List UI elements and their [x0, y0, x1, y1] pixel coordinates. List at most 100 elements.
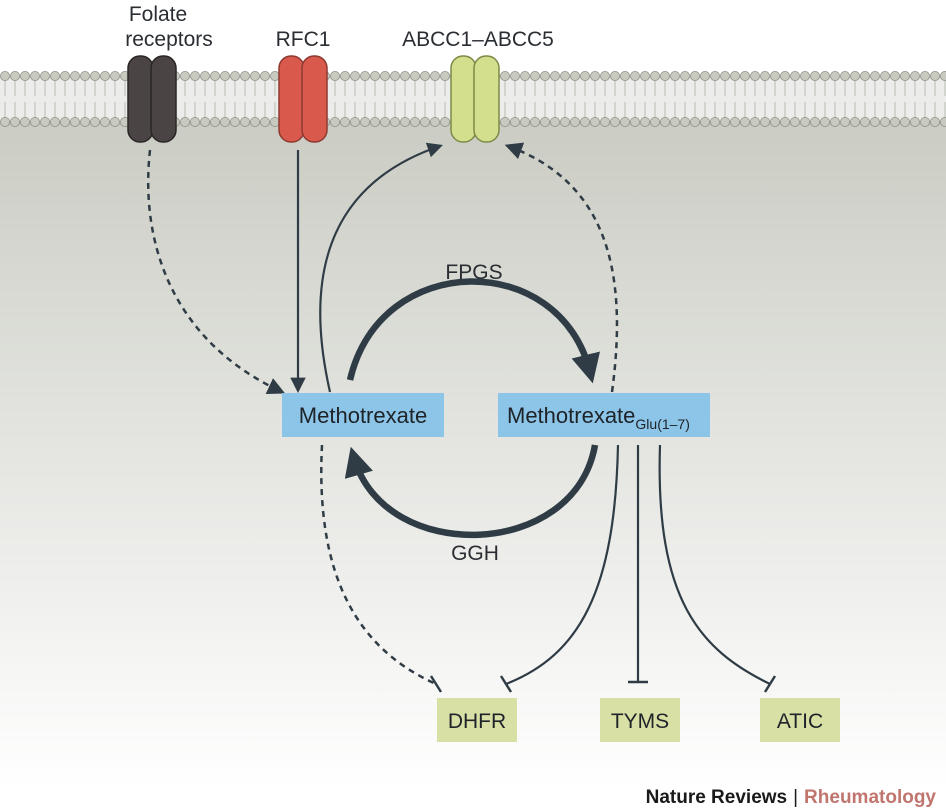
lipid-head: [50, 71, 61, 82]
lipid-head: [860, 117, 871, 128]
methotrexate-glu-subscript: Glu(1–7): [635, 416, 689, 432]
lipid-head: [530, 71, 541, 82]
lipid-head: [0, 117, 10, 128]
methotrexate-glu-label: Methotrexate: [507, 403, 635, 428]
lipid-head: [439, 71, 450, 82]
lipid-head: [219, 71, 230, 82]
fpgs-label: FPGS: [445, 261, 502, 284]
lipid-head: [560, 71, 571, 82]
lipid-head: [429, 71, 440, 82]
lipid-head: [70, 71, 81, 82]
lipid-head: [910, 71, 921, 82]
lipid-head: [590, 117, 601, 128]
tyms-label: TYMS: [611, 710, 669, 733]
lipid-head: [520, 117, 531, 128]
lipid-head: [540, 71, 551, 82]
lipid-head: [189, 71, 200, 82]
lipid-head: [349, 71, 360, 82]
lipid-head: [810, 117, 821, 128]
abcc-label: ABCC1–ABCC5: [402, 28, 554, 51]
lipid-head: [199, 71, 210, 82]
glu-dhfr-inhibition: [505, 444, 620, 686]
lipid-head: [60, 71, 71, 82]
lipid-head: [520, 71, 531, 82]
lipid-head: [910, 117, 921, 128]
lipid-head: [940, 117, 946, 127]
lipid-head: [239, 71, 250, 82]
lipid-head: [379, 71, 390, 82]
lipid-head: [239, 117, 250, 128]
lipid-head: [419, 71, 430, 82]
lipid-head: [730, 117, 741, 128]
lipid-head: [209, 117, 220, 128]
methotrexate-dhfr-inhibition: [320, 444, 437, 686]
lipid-head: [179, 117, 190, 128]
lipid-head: [750, 71, 761, 82]
lipid-head: [409, 71, 420, 82]
lipid-head: [329, 117, 340, 128]
lipid-head: [399, 117, 410, 128]
lipid-head: [329, 71, 340, 82]
lipid-head: [670, 71, 681, 82]
lipid-head: [710, 71, 721, 82]
glu-atic-inhibition: [658, 444, 771, 685]
lipid-head: [179, 71, 190, 82]
lipid-head: [19, 71, 30, 82]
lipid-head: [80, 117, 91, 128]
lipid-head: [219, 117, 230, 128]
lipid-head: [100, 117, 111, 128]
lipid-head: [660, 117, 671, 128]
cytoplasm-background: [0, 100, 946, 790]
lipid-head: [880, 71, 891, 82]
abcc-protein: [450, 55, 500, 143]
lipid-head: [660, 71, 671, 82]
lipid-head: [29, 117, 40, 128]
lipid-head: [409, 117, 420, 128]
lipid-head: [369, 117, 380, 128]
lipid-head: [740, 117, 751, 128]
lipid-head: [700, 117, 711, 128]
ggh-label: GGH: [451, 542, 499, 565]
lipid-head: [670, 117, 681, 128]
lipid-head: [90, 117, 101, 128]
lipid-head: [249, 117, 260, 128]
lipid-head: [509, 71, 520, 82]
folate-receptors-label-line2: receptors: [125, 28, 213, 51]
lipid-head: [399, 71, 410, 82]
rfc1-label: RFC1: [276, 28, 331, 51]
lipid-head: [509, 117, 520, 128]
lipid-head: [550, 71, 561, 82]
lipid-head: [790, 71, 801, 82]
lipid-head: [269, 117, 280, 128]
lipid-head: [720, 117, 731, 128]
lipid-head: [570, 71, 581, 82]
folate-receptor-protein: [127, 55, 177, 143]
lipid-head: [850, 71, 861, 82]
lipid-head: [770, 117, 781, 128]
lipid-head: [610, 117, 621, 128]
lipid-head: [379, 117, 390, 128]
credit-field: Rheumatology: [804, 787, 936, 808]
lipid-head: [60, 117, 71, 128]
lipid-head: [620, 117, 631, 128]
lipid-head: [800, 71, 811, 82]
lipid-head: [339, 117, 350, 128]
polyglutamate-efflux-arrow: [504, 142, 619, 393]
lipid-head: [830, 117, 841, 128]
lipid-head: [920, 117, 931, 128]
glu-atic-inhibition-bar: [763, 675, 777, 693]
lipid-head: [680, 71, 691, 82]
lipid-head: [610, 71, 621, 82]
svg-text:MethotrexateGlu(1–7): MethotrexateGlu(1–7): [507, 403, 690, 432]
lipid-head: [730, 71, 741, 82]
lipid-head: [710, 117, 721, 128]
lipid-head: [70, 117, 81, 128]
journal-credit: Nature Reviews|Rheumatology: [646, 787, 937, 808]
lipid-head: [810, 71, 821, 82]
atic-label: ATIC: [777, 710, 823, 733]
lipid-head: [19, 117, 30, 128]
lipid-head: [600, 117, 611, 128]
lipid-head: [630, 117, 641, 128]
